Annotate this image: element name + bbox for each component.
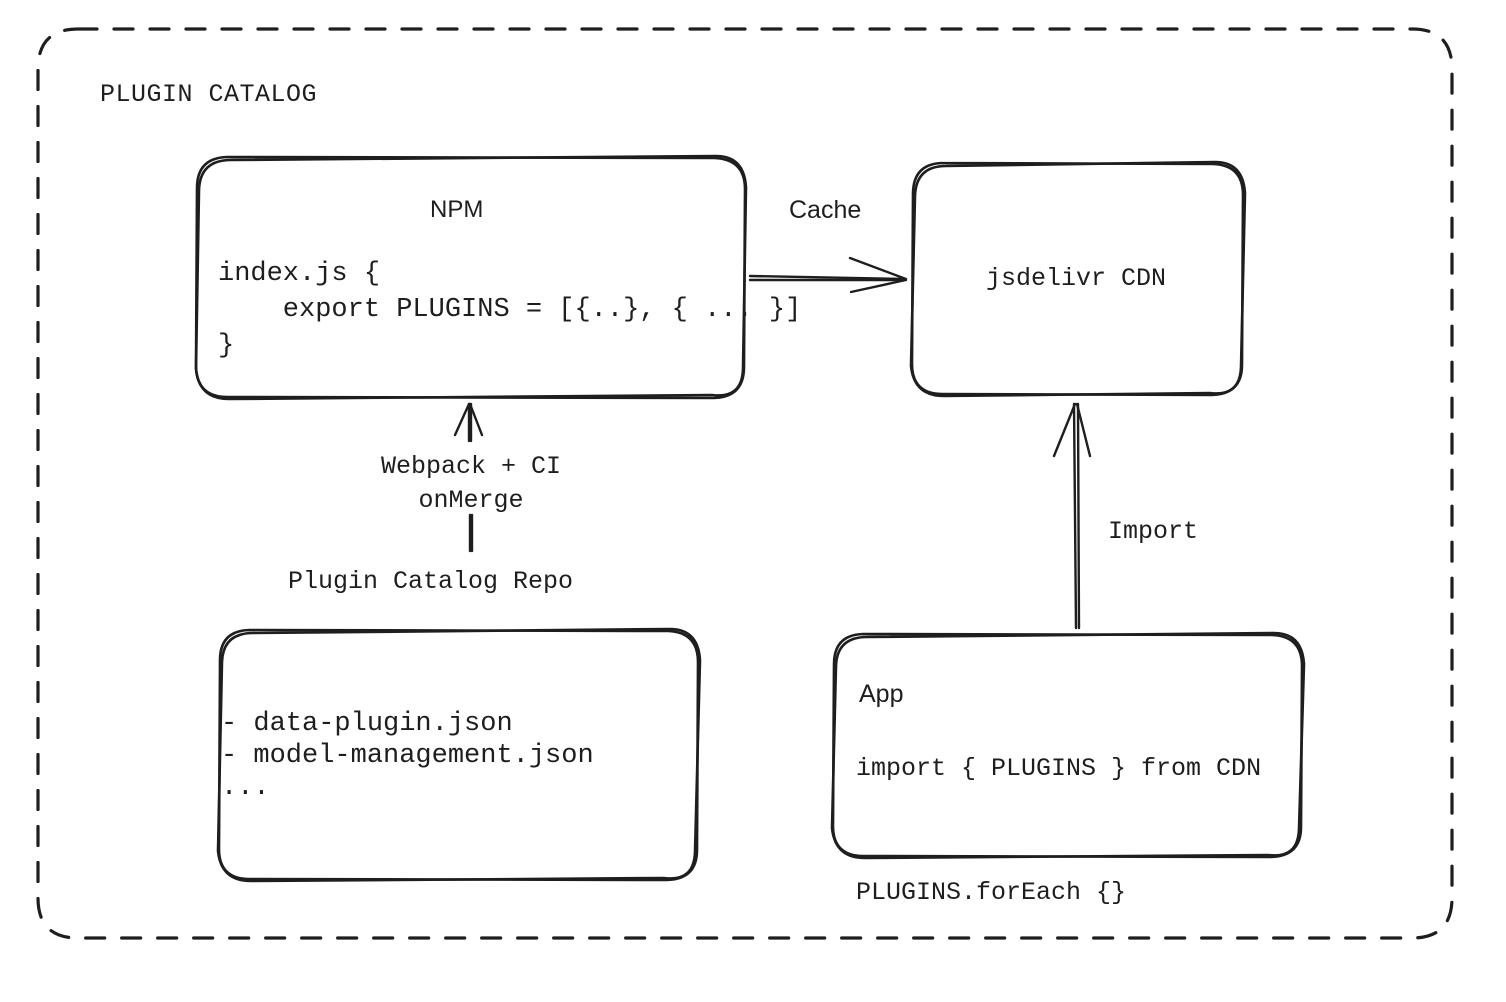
import-arrow <box>1052 402 1092 630</box>
npm-node-code: index.js { export PLUGINS = [{..}, { ...… <box>218 259 802 361</box>
npm-node-title: NPM <box>430 196 484 223</box>
catalog-title: PLUGIN CATALOG <box>100 80 318 109</box>
build-edge-label: Webpack + CI onMerge <box>380 452 562 515</box>
cdn-node-label: jsdelivr CDN <box>986 264 1167 293</box>
repo-node-title: Plugin Catalog Repo <box>288 567 574 596</box>
repo-node-file-list: - data-plugin.json - model-management.js… <box>221 709 594 803</box>
cache-edge-label: Cache <box>789 196 862 224</box>
import-edge-label: Import <box>1108 517 1199 546</box>
app-node-title: App <box>859 680 904 708</box>
app-node-code: import { PLUGINS } from CDN PLUGINS.forE… <box>856 754 1262 907</box>
